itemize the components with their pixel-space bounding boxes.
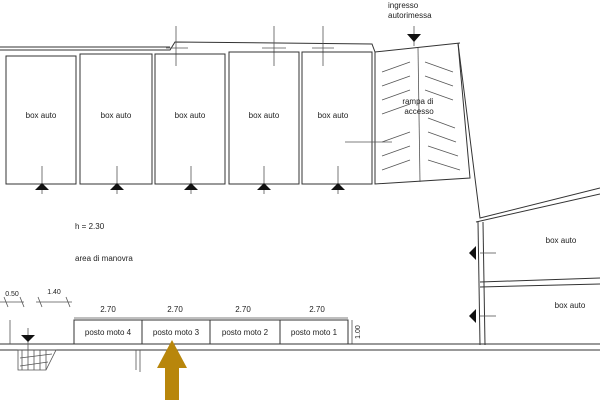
entrance-arrow-icon (407, 34, 421, 42)
maneuver-area-label: area di manovra (75, 254, 133, 263)
moto-width-label: 2.70 (100, 305, 116, 314)
height-note: h = 2.30 (75, 222, 105, 231)
door-arrow-icon (469, 309, 476, 323)
box-label: box auto (249, 111, 280, 120)
bottom-wall (0, 320, 600, 372)
moto-spaces: 2.70 2.70 2.70 2.70 posto moto 4 posto m… (73, 305, 362, 345)
dimension-label: 1.40 (47, 289, 61, 296)
depth-label: 1.00 (355, 325, 362, 339)
box-label: box auto (555, 301, 586, 310)
right-boxes: box auto box auto (457, 42, 600, 346)
moto-space-label: posto moto 3 (153, 328, 200, 337)
box-label: box auto (26, 111, 57, 120)
box-label: box auto (175, 111, 206, 120)
entrance: ingresso autorimessa (388, 1, 432, 46)
left-dimensions: 0.50 1.40 (0, 289, 72, 308)
moto-space-label: posto moto 2 (222, 328, 269, 337)
ramp-label: rampa di accesso (402, 97, 435, 116)
dimension-label: 0.50 (5, 291, 19, 298)
door-arrow-icon (469, 246, 476, 260)
moto-width-label: 2.70 (167, 305, 183, 314)
moto-space-label: posto moto 1 (291, 328, 338, 337)
access-ramp: rampa di accesso (345, 42, 471, 185)
box-1 (5, 55, 77, 185)
entrance-label: ingresso autorimessa (388, 1, 432, 20)
box-row: box auto box auto box auto box auto box … (5, 51, 373, 194)
door-arrow-icon (331, 183, 345, 190)
moto-space-label: posto moto 4 (85, 328, 132, 337)
stair-symbol (17, 328, 57, 371)
door-arrow-icon (35, 183, 49, 190)
door-arrow-icon (110, 183, 124, 190)
door-arrow-icon (184, 183, 198, 190)
box-label: box auto (318, 111, 349, 120)
box-label: box auto (101, 111, 132, 120)
stair-arrow-icon (21, 335, 35, 342)
moto-width-label: 2.70 (235, 305, 251, 314)
box-label: box auto (546, 236, 577, 245)
moto-width-label: 2.70 (309, 305, 325, 314)
highlight-arrow-icon (157, 340, 187, 400)
door-arrow-icon (257, 183, 271, 190)
top-wall (0, 26, 461, 66)
